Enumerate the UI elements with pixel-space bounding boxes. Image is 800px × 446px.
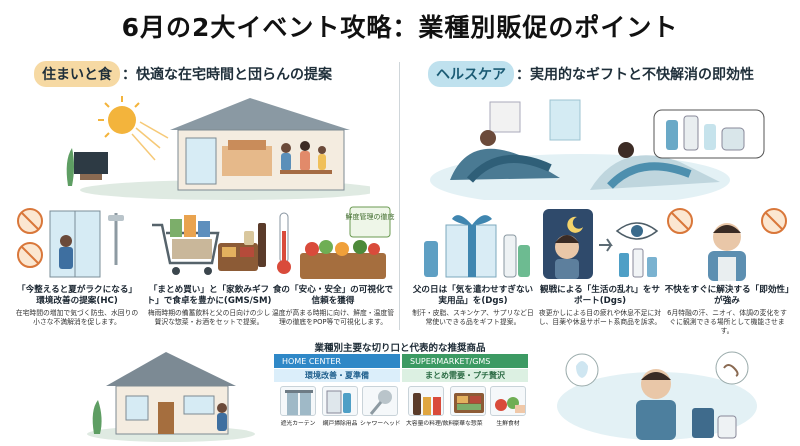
product-label: 遮光カーテン <box>280 421 316 427</box>
shopping-cart-illustration <box>146 205 272 283</box>
thermometer-icon <box>277 212 291 274</box>
card-title: 観戦による「生活の乱れ」をサポート(Dgs) <box>539 285 661 306</box>
gift-box-icon <box>445 215 497 278</box>
supermarket-header: SUPERMARKET/GMS <box>402 354 528 368</box>
card-lifestyle-support: 観戦による「生活の乱れ」をサポート(Dgs) 夜更かしによる目の疲れや休息不足に… <box>537 205 663 333</box>
no-bug-icon <box>17 208 43 268</box>
product-item: 大容量の料理/飲料 <box>406 386 455 427</box>
sun-icon <box>98 96 169 161</box>
page-title: 6月の2大イベント攻略：業種別販促のポイント <box>121 13 679 42</box>
card-description: 梅雨時期の備蓄飲料と父の日向けの少し贅沢な惣菜・お酒をセットで提案。 <box>147 309 271 326</box>
card-immediate-relief: 不快をすぐに解決する「即効性」が強み 6月特融の汗、ニオイ、体調の変化をすぐに観… <box>664 205 790 335</box>
bento-icon <box>450 386 486 416</box>
moon-icon <box>567 216 583 233</box>
tired-eyes-illustration <box>537 205 663 283</box>
card-title: 「今整えると夏がラクになる」環境改善の提案(HC) <box>16 285 138 306</box>
home-center-header: HOME CENTER <box>274 354 400 368</box>
family-icon <box>280 141 332 174</box>
card-environment-improvement: 「今整えると夏がラクになる」環境改善の提案(HC) 在宅時間の増加で気づく防虫、… <box>14 205 140 333</box>
product-label: 豪華な惣菜 <box>453 421 483 427</box>
fresh-food-icon <box>490 386 526 416</box>
window-repair-illustration <box>14 205 140 283</box>
product-label: 生鮮食材 <box>496 421 520 427</box>
health-care-illustration <box>552 346 762 442</box>
card-bulk-buying: 「まとめ買い」と「家飲みギフト」で食卓を豊かに(GMS/SM) 梅雨時期の備蓄飲… <box>146 205 272 333</box>
left-section-text: ：快適な在宅時間と団らんの提案 <box>122 67 332 83</box>
right-section-tag: ヘルスケア <box>428 61 514 87</box>
supermarket-theme: まとめ需要・プチ贅沢 <box>402 369 528 382</box>
house-illustration <box>86 346 256 442</box>
relaxing-person-illustration <box>430 90 770 200</box>
card-fathers-day-gift: 父の日は「気を遣わせすぎない実用品」を(Dgs) 制汗・皮脂、スキンケア、サプリ… <box>410 205 536 333</box>
house-family-illustration <box>60 90 370 200</box>
product-item: 豪華な惣菜 <box>448 386 488 427</box>
card-description: 在宅時間の増加で気づく防虫、水回りの小さな不満解消を促します。 <box>15 309 139 326</box>
column-divider <box>399 62 400 330</box>
eye-icon <box>615 222 659 240</box>
right-section-header: ヘルスケア ：実用的なギフトと不快解消の即効性 <box>428 60 754 88</box>
product-label: 網戸掃除用品 <box>322 421 358 427</box>
home-center-theme: 環境改善・夏準備 <box>274 369 400 382</box>
card-title: 不快をすぐに解決する「即効性」が強み <box>664 285 790 306</box>
product-label: 大容量の料理/飲料 <box>406 421 455 427</box>
product-label: シャワーヘッド <box>360 421 401 427</box>
shower-head-icon <box>362 386 398 416</box>
right-section-text: ：実用的なギフトと不快解消の即効性 <box>516 67 754 83</box>
product-item: 遮光カーテン <box>278 386 318 427</box>
relief-illustration <box>664 205 790 283</box>
beverage-icon <box>408 386 444 416</box>
shower-head-icon <box>108 213 124 265</box>
card-title: 食の「安心・安全」の可視化で信頼を獲得 <box>272 285 394 306</box>
card-title: 「まとめ買い」と「家飲みギフト」で食卓を豊かに(GMS/SM) <box>146 285 272 306</box>
card-food-safety: 鮮度管理の徹底 食の「安心・安全」の可視化で信頼を獲得 温度が高まる時期に向け、… <box>270 205 396 333</box>
left-section-header: 住まいと食 ：快適な在宅時間と団らんの提案 <box>34 60 332 88</box>
freshness-badge-text: 鮮度管理の徹底 <box>346 212 395 221</box>
product-item: 生鮮食材 <box>488 386 528 427</box>
product-item: 網戸掃除用品 <box>320 386 360 427</box>
product-item: シャワーヘッド <box>360 386 401 427</box>
no-germ-icon <box>761 208 787 234</box>
curtain-icon <box>280 386 316 416</box>
card-description: 温度が高まる時期に向け、鮮度・温度管理の徹底をPOP等で可視化します。 <box>271 309 394 326</box>
left-section-tag: 住まいと食 <box>34 61 120 87</box>
card-description: 夜更かしによる目の疲れや休息不足に対し、目薬や休息サポート系商品を訴求。 <box>538 309 662 326</box>
card-description: 制汗・皮脂、スキンケア、サプリなど日常使いできる品をギフト提案。 <box>412 309 534 326</box>
cleaning-brush-icon <box>322 386 358 416</box>
no-sweat-icon <box>667 208 693 234</box>
shopping-cart-icon <box>152 215 220 275</box>
fresh-produce-illustration: 鮮度管理の徹底 <box>270 205 396 283</box>
card-description: 6月特融の汗、ニオイ、体調の変化をすぐに観測できる場所として機能させます。 <box>667 309 787 335</box>
card-title: 父の日は「気を遣わせすぎない実用品」を(Dgs) <box>412 285 534 306</box>
gift-box-illustration <box>410 205 536 283</box>
recommendation-title: 業種別主要な切り口と代表的な推奨商品 <box>314 343 486 354</box>
